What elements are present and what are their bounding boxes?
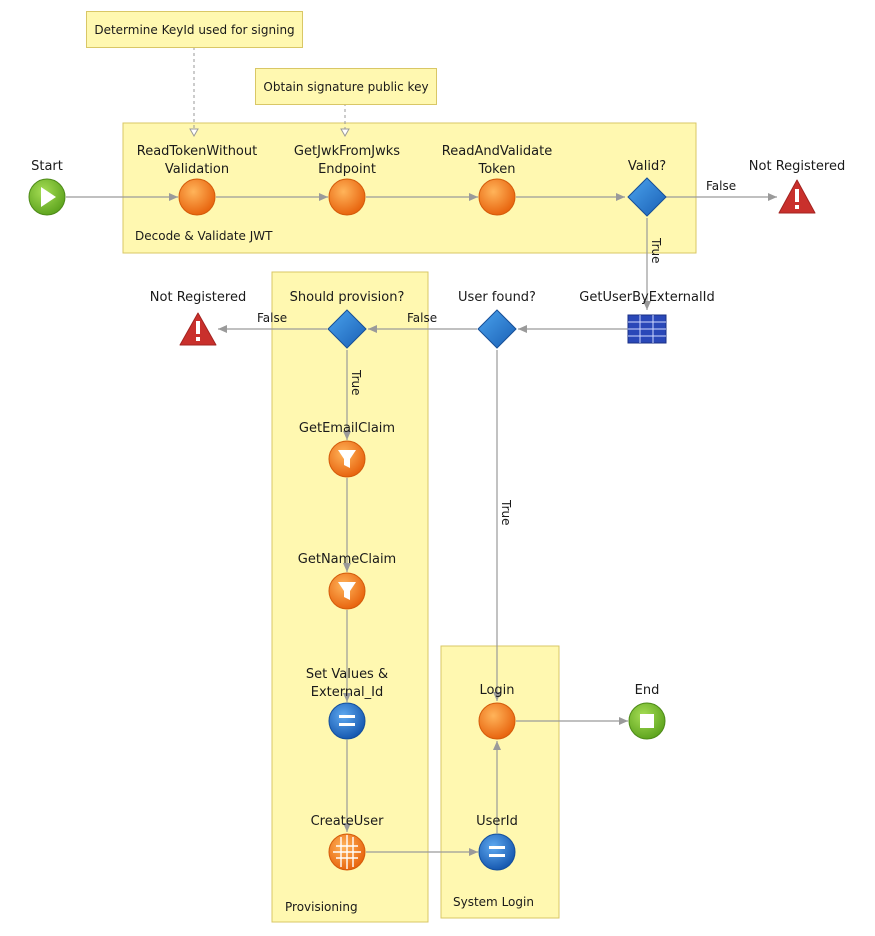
getjwk-node[interactable] [328, 178, 366, 216]
group-systemlogin-title: System Login [453, 895, 534, 909]
not-registered-top-icon[interactable] [778, 179, 816, 214]
shouldprovision-label: Should provision? [289, 290, 405, 305]
readtoken-label-1: ReadTokenWithout [136, 144, 258, 159]
userfound-label: User found? [458, 290, 536, 305]
userfound-decision[interactable] [477, 309, 517, 349]
getname-label: GetNameClaim [297, 552, 397, 567]
equals-icon [339, 715, 355, 718]
end-label: End [634, 683, 660, 698]
getname-node[interactable] [328, 572, 366, 610]
login-node[interactable] [478, 702, 516, 740]
setvalues-label-2: External_Id [310, 685, 384, 700]
group-provisioning-title: Provisioning [285, 900, 358, 914]
start-label: Start [31, 159, 63, 174]
filter-icon [338, 450, 356, 468]
readtoken-node[interactable] [178, 178, 216, 216]
warning-icon [795, 189, 799, 202]
entity-grid-icon [333, 835, 361, 869]
userfound-false-label: False [407, 311, 438, 325]
valid-false-label: False [706, 179, 737, 193]
filter-icon [338, 582, 356, 600]
group-decode-validate [122, 122, 697, 254]
not-registered-left-icon[interactable] [179, 312, 217, 346]
readtoken-label-2: Validation [164, 162, 230, 177]
group-system-login [440, 645, 560, 919]
equals-icon [489, 846, 505, 849]
group-decode-title: Decode & Validate JWT [135, 229, 273, 243]
getjwk-label-1: GetJwkFromJwks [293, 144, 401, 159]
not-registered-left-label: Not Registered [149, 290, 247, 305]
userfound-true-label: True [499, 500, 513, 526]
getuser-label: GetUserByExternalId [579, 290, 715, 305]
not-registered-top-label: Not Registered [748, 159, 846, 174]
getemail-label: GetEmailClaim [298, 421, 396, 436]
getuser-aggregate-icon[interactable] [627, 314, 667, 344]
stop-icon [640, 714, 654, 728]
userid-node[interactable] [478, 833, 516, 871]
valid-label: Valid? [627, 159, 667, 174]
getjwk-label-2: Endpoint [318, 162, 376, 177]
getemail-node[interactable] [328, 440, 366, 478]
shouldprovision-true-label: True [349, 370, 363, 396]
shouldprovision-decision[interactable] [327, 309, 367, 349]
userid-label: UserId [476, 814, 518, 829]
createuser-label: CreateUser [310, 814, 384, 829]
createuser-node[interactable] [328, 833, 366, 871]
setvalues-label-1: Set Values & [305, 667, 389, 682]
end-node[interactable] [628, 702, 666, 740]
shouldprovision-false-label: False [257, 311, 288, 325]
play-icon [41, 187, 56, 207]
warning-icon [196, 321, 200, 334]
valid-true-label: True [649, 238, 663, 264]
setvalues-node[interactable] [328, 702, 366, 740]
start-node[interactable] [28, 178, 66, 216]
valid-decision[interactable] [627, 177, 667, 217]
login-label: Login [479, 683, 515, 698]
readvalidate-label-2: Token [478, 162, 516, 177]
note-keyid[interactable]: Determine KeyId used for signing [86, 11, 303, 48]
readvalidate-node[interactable] [478, 178, 516, 216]
readvalidate-label-1: ReadAndValidate [441, 144, 553, 159]
note-publickey[interactable]: Obtain signature public key [255, 68, 437, 105]
